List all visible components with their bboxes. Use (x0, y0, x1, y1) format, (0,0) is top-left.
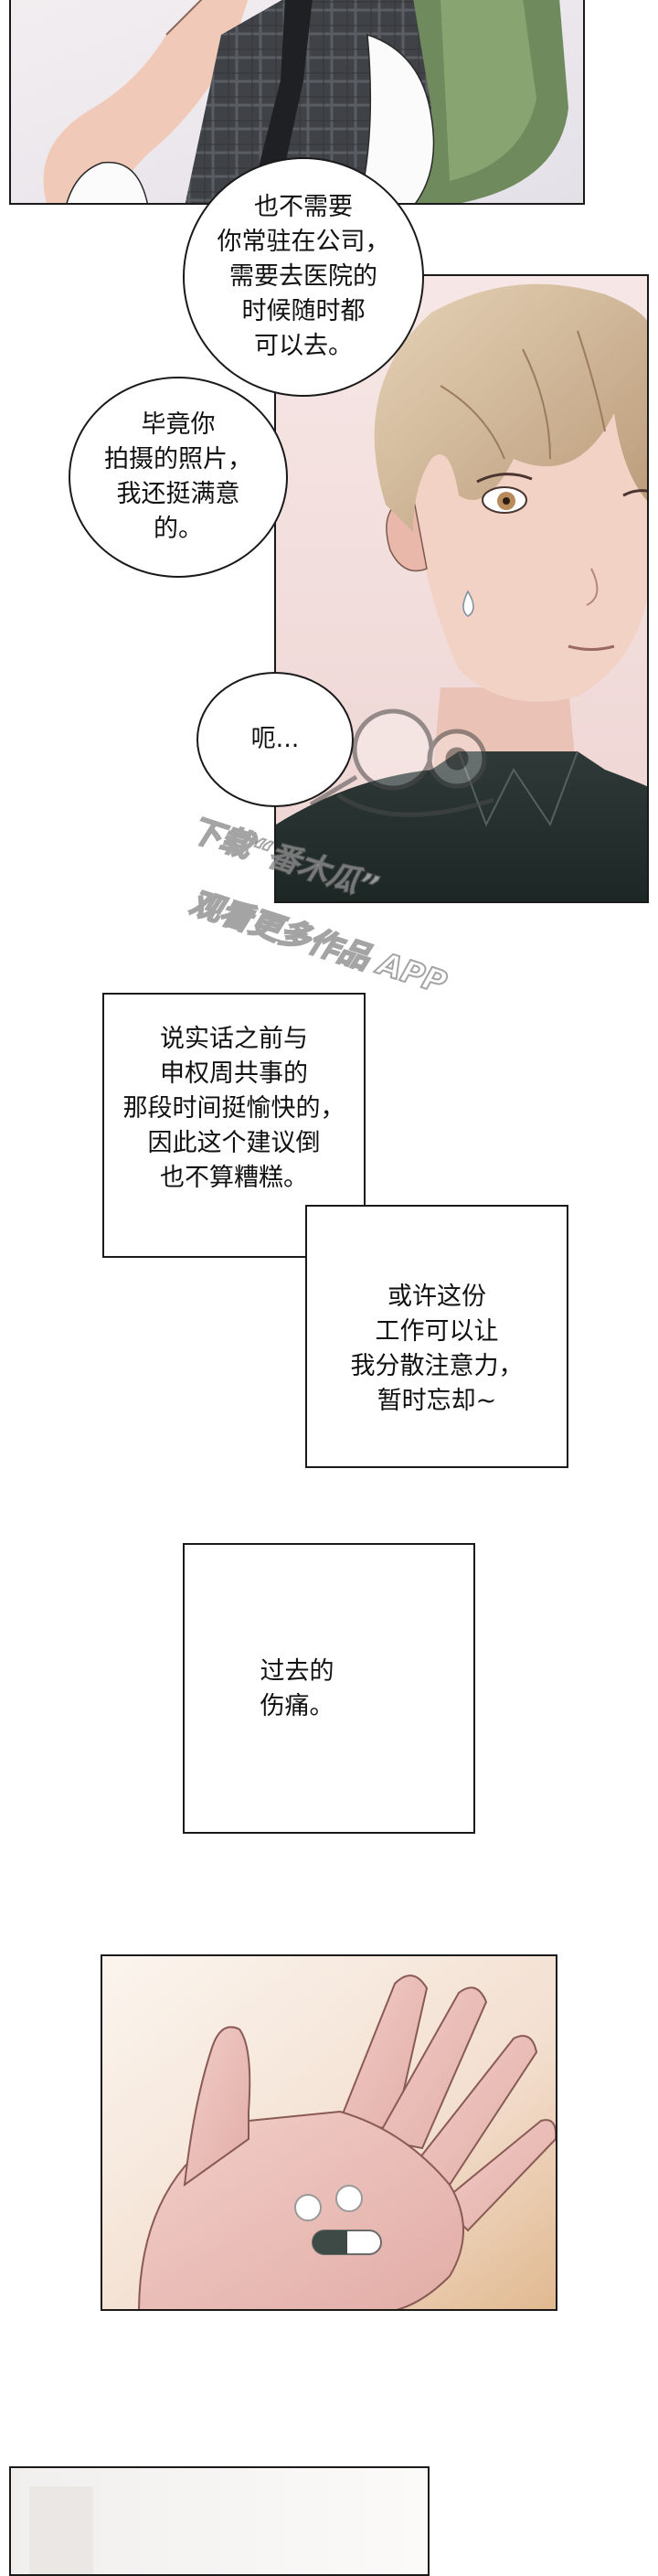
bottom-partial-art (11, 2468, 428, 2574)
narration-text-1: 说实话之前与 申权周共事的 那段时间挺愉快的， 因此这个建议倒 也不算糟糕。 (122, 1025, 345, 1192)
capsule-icon (312, 2230, 382, 2255)
speech-bubble-3-text: 呃... (250, 725, 300, 753)
speech-bubble-1-text: 也不需要 你常驻在公司， 需要去医院的 时候随时都 可以去。 (217, 193, 390, 360)
seated-man-art (11, 0, 583, 203)
narration-text-2: 或许这份 工作可以让 我分散注意力， 暂时忘却~ (350, 1283, 524, 1415)
narration-box-2 (305, 1205, 568, 1468)
narration-box-3 (183, 1543, 475, 1834)
hand-pills-art (102, 1956, 556, 2309)
speech-bubble-2-text: 毕竟你 拍摄的照片， 我还挺满意 的。 (104, 410, 252, 543)
speech-bubble-2: 毕竟你 拍摄的照片， 我还挺满意 的。 (69, 377, 288, 578)
narration-text-3: 过去的 伤痛。 (260, 1657, 334, 1720)
panel-hand-pills (101, 1954, 557, 2311)
panel-bottom-partial (9, 2466, 430, 2576)
panel-seated-man (9, 0, 585, 205)
speech-bubble-1: 也不需要 你常驻在公司， 需要去医院的 时候随时都 可以去。 (183, 157, 424, 397)
speech-bubble-3: 呃... (196, 672, 354, 807)
